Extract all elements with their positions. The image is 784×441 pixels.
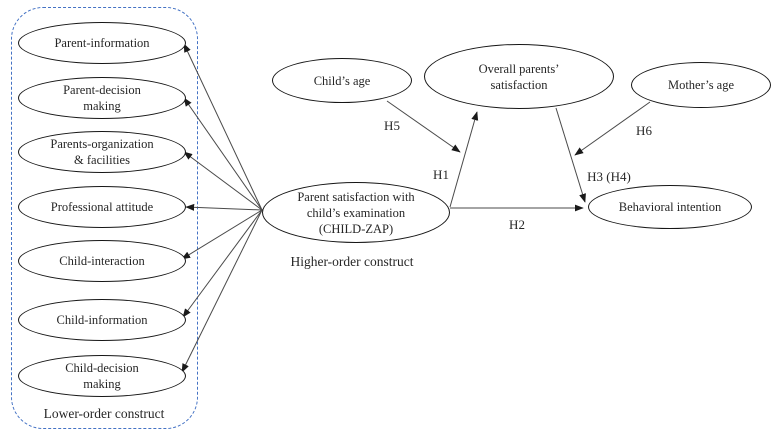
node-child-interaction: Child-interaction bbox=[18, 240, 186, 282]
hypothesis-label-h3: H3 (H4) bbox=[587, 169, 631, 184]
arrow-h1 bbox=[449, 111, 479, 208]
node-child-information: Child-information bbox=[18, 299, 186, 341]
arrow-to-parent-information bbox=[183, 43, 263, 211]
node-parent-information: Parent-information bbox=[18, 22, 186, 64]
arrow-h3 bbox=[555, 107, 586, 203]
arrow-h6-moderation bbox=[574, 101, 651, 156]
node-professional-attitude: Professional attitude bbox=[18, 186, 186, 228]
node-childs-age: Child’s age bbox=[272, 58, 412, 103]
lower-order-group-box bbox=[11, 7, 198, 429]
arrow-to-child-decision bbox=[181, 209, 263, 373]
hypothesis-label-h1: H1 bbox=[433, 167, 449, 182]
node-child-zap: Parent satisfaction with child’s examina… bbox=[262, 182, 450, 243]
node-parent-decision-making: Parent-decision making bbox=[18, 77, 186, 119]
lower-order-caption: Lower-order construct bbox=[43, 406, 165, 421]
hypothesis-label-h6: H6 bbox=[636, 123, 652, 138]
hypothesis-label-h2: H2 bbox=[509, 217, 525, 232]
node-overall-parents-satisfaction: Overall parents’ satisfaction bbox=[424, 44, 614, 109]
arrow-to-parents-organization bbox=[183, 151, 263, 211]
arrow-to-child-interaction bbox=[181, 209, 263, 260]
node-parents-organization-facilities: Parents-organization & facilities bbox=[18, 131, 186, 173]
node-child-decision-making: Child-decision making bbox=[18, 355, 186, 397]
arrow-to-child-information bbox=[182, 209, 263, 318]
hypothesis-label-h5: H5 bbox=[384, 118, 400, 133]
arrow-to-professional-attitude bbox=[185, 203, 263, 211]
higher-order-caption: Higher-order construct bbox=[290, 254, 414, 269]
node-mothers-age: Mother’s age bbox=[631, 62, 771, 108]
arrow-h5-moderation bbox=[386, 100, 461, 153]
arrow-to-parent-decision bbox=[183, 97, 263, 211]
node-behavioral-intention: Behavioral intention bbox=[588, 185, 752, 229]
